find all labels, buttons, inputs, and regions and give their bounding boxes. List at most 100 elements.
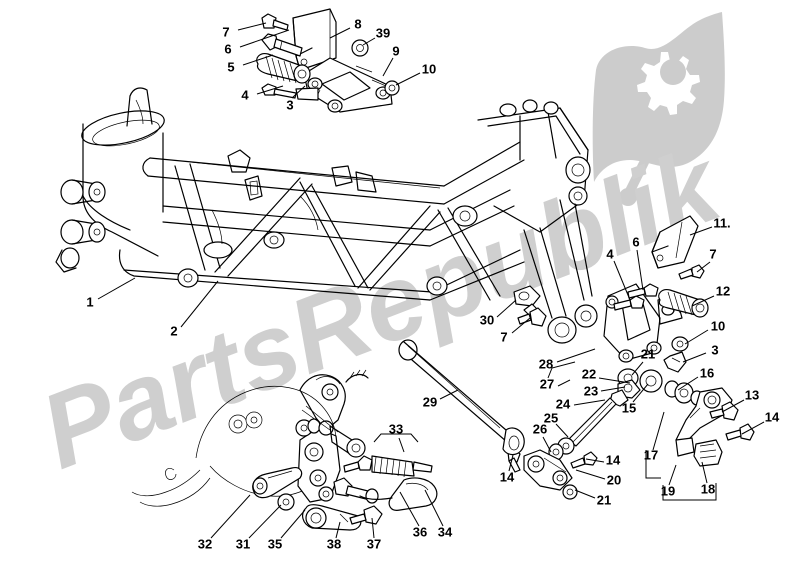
- callout-leaders: [97, 22, 765, 539]
- callout-leader-31: [248, 504, 282, 539]
- callout-number-c29[interactable]: 29: [423, 394, 437, 409]
- callout-leader-29: [439, 389, 459, 400]
- callout-number-c6b[interactable]: 6: [632, 234, 639, 249]
- callout-number-c22[interactable]: 22: [582, 366, 596, 381]
- callout-number-c19[interactable]: 19: [661, 483, 675, 498]
- right-screw-7: [678, 264, 705, 280]
- callout-number-c1[interactable]: 1: [86, 294, 93, 309]
- linkage-screw-14b: [570, 451, 598, 469]
- callout-number-c12[interactable]: 12: [716, 283, 730, 298]
- linkage-rod-24: [567, 397, 617, 447]
- callout-leader-4: [256, 85, 284, 95]
- callout-number-c30[interactable]: 30: [480, 312, 494, 327]
- bearing-stack: [639, 369, 704, 406]
- gear-icon: [637, 52, 700, 115]
- callout-leader-14: [741, 421, 765, 435]
- callout-number-c10a[interactable]: 10: [422, 61, 436, 76]
- callout-number-c7a[interactable]: 7: [222, 24, 229, 39]
- callout-number-c39[interactable]: 39: [376, 25, 390, 40]
- callout-number-c28[interactable]: 28: [539, 356, 553, 371]
- callout-number-c37[interactable]: 37: [367, 536, 381, 551]
- callout-leader-7: [511, 317, 531, 334]
- right-heel-guard: [651, 215, 699, 269]
- callout-number-c16[interactable]: 16: [700, 365, 714, 380]
- callout-number-c4a[interactable]: 4: [241, 87, 249, 102]
- callout-leader-35: [280, 509, 306, 539]
- callout-number-c2[interactable]: 2: [170, 323, 177, 338]
- callout-number-c20[interactable]: 20: [607, 472, 621, 487]
- engine-sidestand-assembly: [131, 369, 438, 531]
- callout-leader-23: [600, 386, 626, 392]
- right-nut-10: [671, 336, 689, 352]
- callout-number-c35[interactable]: 35: [268, 536, 282, 551]
- right-screw-6: [627, 283, 659, 299]
- callout-number-c15[interactable]: 15: [622, 400, 636, 415]
- callout-number-c32[interactable]: 32: [198, 536, 212, 551]
- bracket-arm-32: [252, 467, 303, 499]
- footpeg-bracket: [303, 57, 393, 113]
- callout-leader-22: [598, 377, 631, 384]
- callout-number-c3a[interactable]: 3: [286, 97, 293, 112]
- gear-pedal-arm: [675, 387, 733, 457]
- footpeg-washer-39: [351, 39, 369, 57]
- callout-number-c24[interactable]: 24: [556, 396, 571, 411]
- frame-lower-rail: [118, 249, 525, 301]
- pedal-screw-13: [709, 401, 739, 421]
- callout-leader-12: [691, 295, 715, 307]
- callout-number-c10b[interactable]: 10: [711, 318, 725, 333]
- frame-left-bosses: [55, 179, 106, 273]
- callout-leader-30: [496, 299, 517, 318]
- right-footpeg-assembly: [603, 215, 709, 373]
- callout-number-c4b[interactable]: 4: [606, 246, 614, 261]
- footpeg-spring-3: [295, 87, 321, 101]
- nut-31: [277, 493, 295, 511]
- callout-number-c3b[interactable]: 3: [711, 342, 718, 357]
- callout-leader-26: [542, 436, 552, 453]
- pedal-screw-14: [725, 423, 755, 441]
- callout-number-c7c[interactable]: 7: [500, 329, 507, 344]
- pivot-bolt-cluster: [295, 405, 366, 458]
- swingarm-shaft-29: [398, 339, 525, 456]
- callout-number-c21a[interactable]: 21: [641, 346, 655, 361]
- callout-leader-37: [371, 517, 375, 539]
- callout-number-c38[interactable]: 38: [327, 536, 341, 551]
- callout-number-c14b[interactable]: 14: [606, 452, 621, 467]
- callout-leader-20: [575, 469, 606, 480]
- callout-leader-38: [335, 521, 341, 539]
- callout-number-c7b[interactable]: 7: [709, 246, 716, 261]
- steering-head: [81, 87, 165, 257]
- callout-number-c21b[interactable]: 21: [597, 492, 611, 507]
- sidestand-plate: [297, 427, 341, 503]
- callout-number-c27[interactable]: 27: [540, 376, 554, 391]
- callout-number-c14a[interactable]: 14: [765, 409, 780, 424]
- callout-leader-8: [329, 27, 351, 39]
- callout-leader-1: [97, 277, 136, 300]
- callout-leader-17: [652, 411, 665, 451]
- callout-number-c9[interactable]: 9: [392, 43, 399, 58]
- callout-number-c11[interactable]: 11.: [713, 215, 730, 230]
- callout-number-c23[interactable]: 23: [584, 383, 598, 398]
- callout-number-c34[interactable]: 34: [438, 524, 453, 539]
- callout-number-c5[interactable]: 5: [227, 59, 234, 74]
- callout-number-c18[interactable]: 18: [701, 481, 715, 496]
- callout-number-c33[interactable]: 33: [389, 421, 403, 436]
- foot-lever-34: [359, 477, 438, 511]
- callout-number-c31[interactable]: 31: [236, 536, 250, 551]
- frame-lugs: [177, 149, 478, 296]
- callout-leader-15: [632, 383, 649, 403]
- callout-number-c25[interactable]: 25: [544, 410, 558, 425]
- callout-brackets: [373, 361, 717, 501]
- shift-lever-20: [523, 449, 573, 491]
- callout-number-c14c[interactable]: 14: [500, 469, 515, 484]
- callout-number-c6a[interactable]: 6: [224, 41, 231, 56]
- footpeg-nut-10: [384, 80, 400, 96]
- frame-pin-30: [513, 285, 543, 321]
- callout-number-c8[interactable]: 8: [354, 16, 361, 31]
- callout-number-c13[interactable]: 13: [745, 387, 759, 402]
- right-clip-3: [663, 351, 687, 373]
- callout-number-c26[interactable]: 26: [533, 421, 547, 436]
- callout-number-c17[interactable]: 17: [644, 447, 658, 462]
- callout-number-c36[interactable]: 36: [413, 524, 427, 539]
- callout-leader-14: [585, 458, 605, 463]
